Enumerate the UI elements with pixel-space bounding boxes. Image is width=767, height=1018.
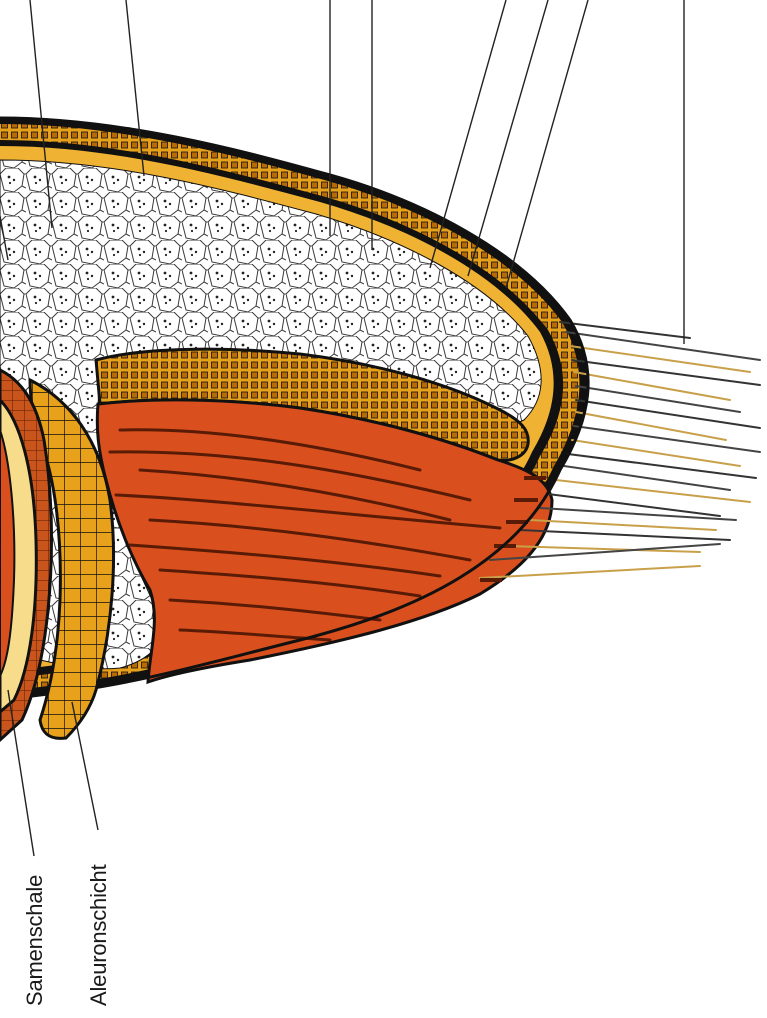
label-seed-coat: Samenschale (22, 875, 48, 1006)
label-aleurone-layer: Aleuronschicht (86, 865, 112, 1007)
